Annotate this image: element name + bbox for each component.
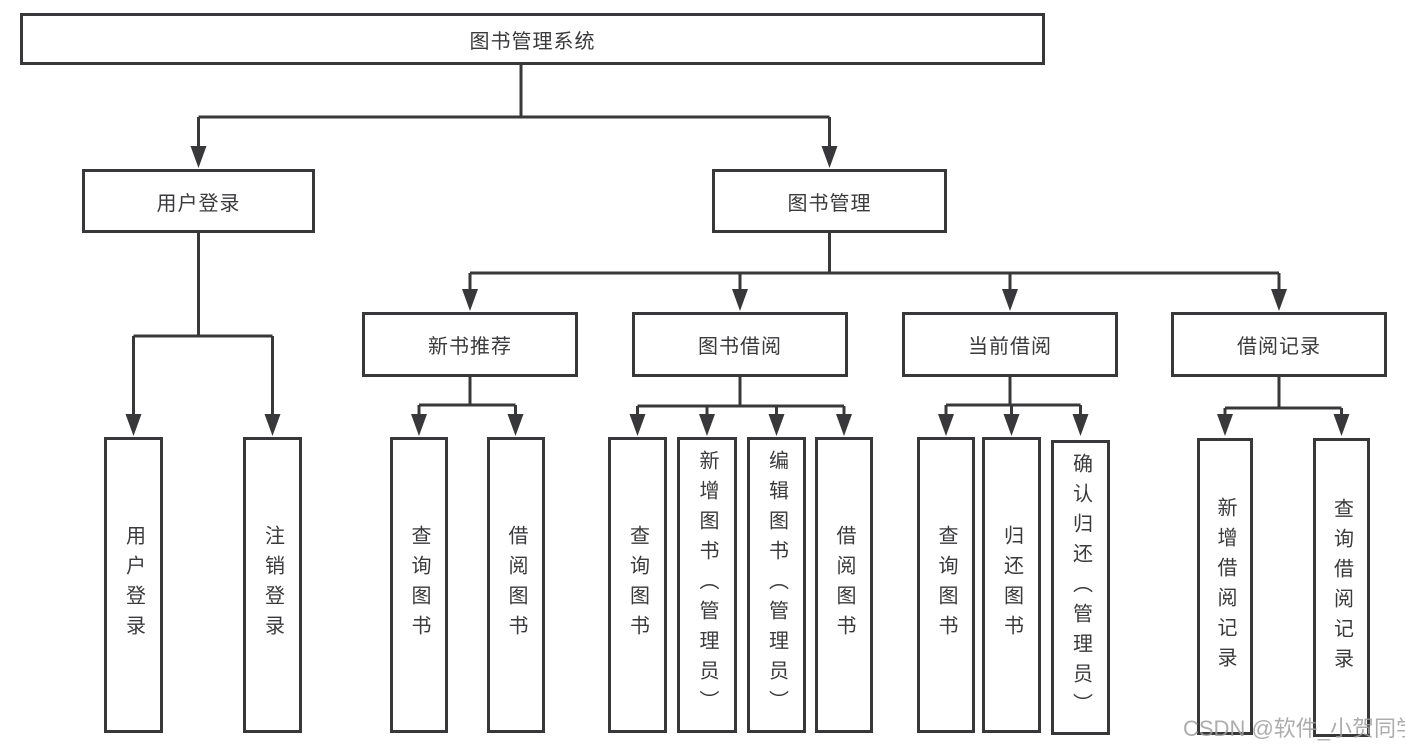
leaf-borrowing-edit-books-admin: 编辑图书（管理员）	[747, 437, 806, 733]
leaf-records-add-record: 新增借阅记录	[1197, 438, 1253, 735]
node-book-borrowing: 图书借阅	[632, 312, 848, 377]
leaf-borrowing-add-books-admin: 新增图书（管理员）	[677, 437, 737, 733]
leaf-label: 查询图书	[626, 525, 649, 645]
node-label: 用户登录	[156, 192, 241, 215]
node-label: 新书推荐	[428, 336, 512, 358]
leaf-borrowing-borrow-books: 借阅图书	[815, 437, 873, 733]
leaf-logout-login: 注销登录	[243, 437, 302, 733]
leaf-label: 查询图书	[408, 525, 430, 645]
leaf-newrec-borrow-books: 借阅图书	[487, 437, 545, 733]
leaf-label: 借阅图书	[505, 525, 527, 645]
node-book-management: 图书管理	[712, 169, 947, 233]
leaf-label: 借阅图书	[833, 525, 855, 645]
leaf-label: 查询借阅记录	[1330, 497, 1353, 678]
node-current-borrowing: 当前借阅	[902, 312, 1118, 377]
leaf-label: 用户登录	[122, 525, 145, 645]
leaf-label: 查询图书	[935, 525, 957, 645]
leaf-label: 确认归还（管理员）	[1069, 452, 1092, 723]
node-label: 图书管理系统	[469, 30, 596, 53]
leaf-borrowing-search-books: 查询图书	[608, 437, 667, 733]
node-label: 当前借阅	[968, 336, 1052, 358]
leaf-records-search-record: 查询借阅记录	[1313, 438, 1370, 737]
leaf-label: 编辑图书（管理员）	[765, 450, 788, 720]
leaf-label: 注销登录	[261, 525, 284, 645]
leaf-current-return-books: 归还图书	[982, 437, 1041, 733]
node-label: 借阅记录	[1237, 336, 1321, 358]
leaf-label: 新增图书（管理员）	[696, 450, 718, 720]
node-label: 图书借阅	[698, 336, 782, 358]
leaf-label: 归还图书	[1000, 525, 1023, 645]
node-library-management-system: 图书管理系统	[20, 13, 1045, 65]
leaf-current-search-books: 查询图书	[917, 437, 975, 733]
leaf-user-login: 用户登录	[104, 437, 163, 733]
leaf-newrec-search-books: 查询图书	[390, 437, 448, 733]
csdn-watermark: CSDN @软件_小贺同学	[1183, 716, 1405, 741]
node-label: 图书管理	[787, 192, 872, 215]
node-new-book-recommend: 新书推荐	[362, 312, 578, 377]
node-borrowing-records: 借阅记录	[1171, 312, 1387, 377]
leaf-label: 新增借阅记录	[1214, 496, 1236, 677]
node-user-login: 用户登录	[82, 169, 315, 233]
leaf-current-confirm-return-admin: 确认归还（管理员）	[1051, 440, 1110, 735]
